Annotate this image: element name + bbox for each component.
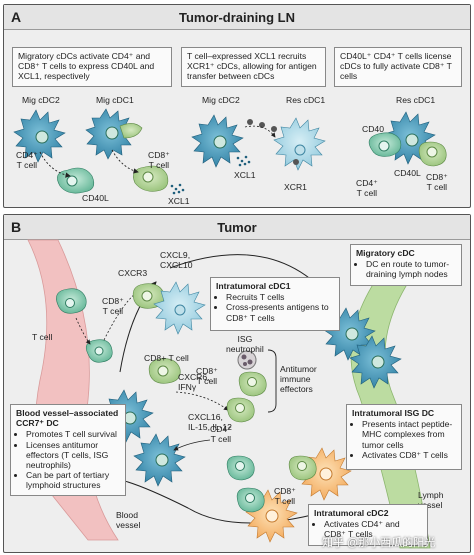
panel-a-box-1: Migratory cDCs activate CD4⁺ and CD8⁺ T … — [12, 47, 172, 87]
label-isg-neutrophil: ISG neutrophil — [226, 334, 264, 354]
label-cxcr6-ifng: CXCR6, IFNγ — [178, 372, 210, 392]
panel-b-letter: B — [11, 219, 22, 235]
blood-vessel-dc-item-2: Licenses antitumor effectors (T cells, I… — [26, 440, 120, 471]
label-res-cdc1-a2: Res cDC1 — [286, 95, 326, 105]
label-cd4-t-cell-a3: CD4⁺ T cell — [356, 178, 378, 198]
watermark: 知乎 @那小西瓜的阳光 — [322, 537, 436, 549]
blood-vessel-dc-cell-2 — [133, 433, 186, 487]
label-t-cell: T cell — [32, 332, 53, 342]
intratumoral-cdc2-box: Intratumoral cDC2 Activates CD4⁺ and CD8… — [308, 504, 428, 546]
label-xcr1: XCR1 — [284, 182, 307, 192]
intratumoral-cdc2-item-1: Activates CD4⁺ and CD8⁺ T cells — [324, 519, 422, 539]
panel-b-header: B Tumor — [4, 215, 470, 240]
label-cd4-t-cell-a1: CD4⁺ T cell — [16, 150, 38, 170]
label-lymph-vessel: Lymph vessel — [418, 490, 444, 510]
label-cd40: CD40 — [362, 124, 384, 134]
label-cd8-t-cell-top: CD8⁺ T cell — [102, 296, 124, 316]
migratory-cdc-item-1: DC en route to tumor-draining lymph node… — [366, 259, 456, 279]
blood-vessel-dc-item-1: Promotes T cell survival — [26, 429, 120, 439]
cd4-t-cell-low — [226, 455, 255, 481]
panel-b-title: Tumor — [217, 220, 257, 235]
panel-a-title: Tumor-draining LN — [178, 10, 296, 25]
t-cell-in-vessel — [56, 288, 87, 314]
xcl1-dots-a1 — [170, 183, 185, 195]
isg-dc-box: Intratumoral ISG DC Presents intact pept… — [346, 404, 462, 470]
label-blood-vessel: Blood vessel — [116, 510, 141, 530]
panel-a-box-2: T cell–expressed XCL1 recruits XCR1⁺ cDC… — [181, 47, 326, 87]
label-cxcl9-cxcl10: CXCL9, CXCL10 — [160, 250, 193, 270]
label-antitumor-effectors: Antitumor immune effectors — [280, 364, 317, 394]
isg-dc-item-1: Presents intact peptide-MHC complexes fr… — [362, 419, 456, 450]
cd4-t-cell-cdc2 — [236, 487, 265, 513]
cd8-t-cell-top — [132, 283, 165, 309]
intratumoral-cdc1-item-2: Cross-presents antigens to CD8⁺ T cells — [226, 302, 334, 322]
isg-dc-title: Intratumoral ISG DC — [352, 408, 435, 418]
label-cxcl16: CXCL16, IL-15, IL-12 — [188, 412, 232, 432]
intratumoral-cdc1-item-1: Recruits T cells — [226, 292, 334, 302]
mig-cdc1-t-cell-a1 — [119, 123, 143, 139]
label-cd8-t-cell-isg: CD8⁺ T cell — [196, 366, 218, 386]
panel-a-letter: A — [11, 9, 22, 25]
label-cd40l-a1: CD40L — [82, 193, 109, 203]
label-cd8-t-cell-low: CD8⁺ T cell — [274, 486, 296, 506]
label-xcl1-a2: XCL1 — [234, 170, 256, 180]
mig-cdc2-cell-a1 — [13, 109, 66, 163]
effectors-bracket — [267, 349, 277, 413]
isg-dc-item-2: Activates CD8⁺ T cells — [362, 450, 456, 460]
flow-arrow-bottom — [107, 475, 339, 524]
label-cd8-t-cell-mid: CD8+ T cell — [144, 353, 189, 363]
label-cd8-t-cell-a3: CD8⁺ T cell — [426, 172, 448, 192]
xcl1-dots-a2 — [236, 155, 251, 167]
label-res-cdc1-a3: Res cDC1 — [396, 95, 436, 105]
label-mig-cdc2-a2: Mig cDC2 — [202, 95, 240, 105]
label-cd8-t-cell-a1: CD8⁺ T cell — [148, 150, 170, 170]
blood-vessel-dc-item-3: Can be part of tertiary lymphoid structu… — [26, 470, 120, 490]
antigen-transfer — [244, 119, 277, 138]
cd8-t-cell-a3 — [418, 141, 447, 167]
cd8-t-cell-low — [288, 455, 317, 481]
panel-a-box-3: CD40L⁺ CD4⁺ T cells license cDCs to full… — [334, 47, 462, 87]
mig-cdc1-cell-a1 — [85, 108, 135, 160]
blood-vessel-dc-box: Blood vessel–associated CCR7⁺ DC Promote… — [10, 404, 126, 496]
label-cd40l-a3: CD40L — [394, 168, 421, 178]
migratory-cdc-title: Migratory cDC — [356, 248, 415, 258]
label-mig-cdc1-a1: Mig cDC1 — [96, 95, 134, 105]
label-cd4-t-cell-low: CD4⁺ T cell — [210, 424, 232, 444]
cd4-t-cell-a1 — [57, 167, 95, 194]
intratumoral-cdc1-cell — [153, 281, 206, 335]
effector-t-cell — [226, 397, 255, 423]
panel-a-header: A Tumor-draining LN — [4, 5, 470, 30]
t-cell-migrating — [85, 339, 113, 363]
cd4-t-cell-a3 — [368, 132, 402, 157]
migratory-cdc-box: Migratory cDC DC en route to tumor-drain… — [350, 244, 462, 286]
migratory-cdc-cell-2 — [349, 335, 402, 389]
intratumoral-cdc1-title: Intratumoral cDC1 — [216, 281, 291, 291]
mig-cdc2-cell-a2 — [191, 114, 244, 168]
cd8-t-cell-mid — [148, 358, 181, 384]
cd8-t-cell-isg — [238, 371, 267, 397]
blood-vessel-dc-title: Blood vessel–associated CCR7⁺ DC — [16, 408, 119, 429]
isg-neutrophil-cell — [237, 350, 257, 370]
label-xcl1-a1: XCL1 — [168, 196, 190, 206]
res-cdc1-cell-a2 — [273, 117, 326, 171]
intratumoral-cdc1-box: Intratumoral cDC1 Recruits T cells Cross… — [210, 277, 340, 331]
label-cxcr3: CXCR3 — [118, 268, 148, 278]
intratumoral-cdc2-title: Intratumoral cDC2 — [314, 508, 389, 518]
label-mig-cdc2-a1: Mig cDC2 — [22, 95, 60, 105]
